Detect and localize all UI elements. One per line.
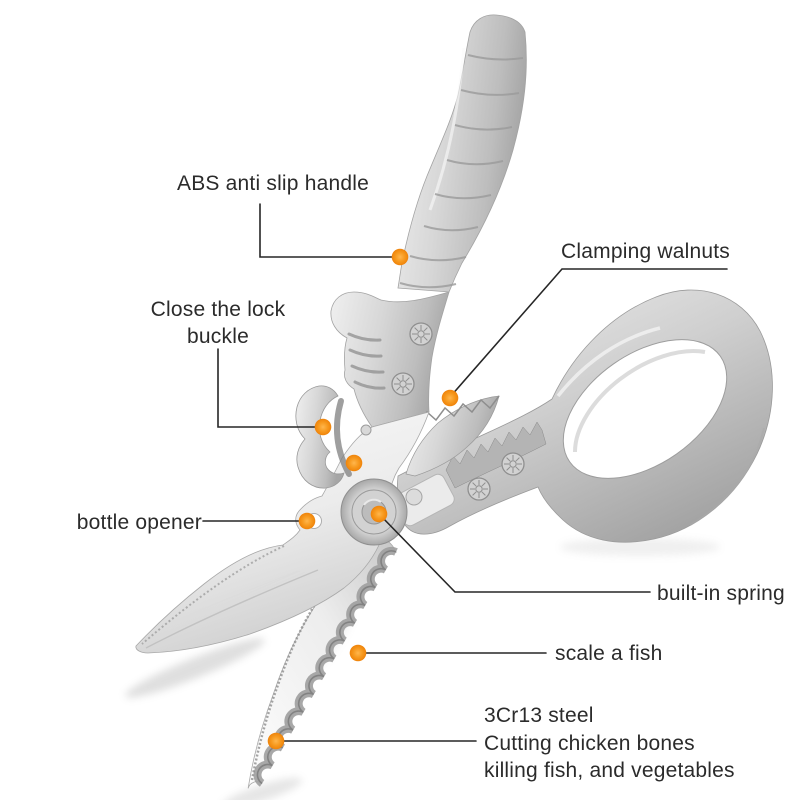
- rivet-stamp: [501, 452, 525, 476]
- label-lock-buckle-line1: Close the lock: [150, 298, 286, 321]
- rivet-stamp: [391, 372, 415, 396]
- label-scale-fish: scale a fish: [555, 642, 663, 665]
- rivet-stamp: [467, 477, 491, 501]
- label-built-in-spring: built-in spring: [657, 582, 785, 605]
- upper-blade: [135, 411, 430, 654]
- walnut-cracker-lower-jaw: [445, 421, 547, 489]
- label-steel-line2: Cutting chicken bones: [484, 731, 695, 755]
- label-abs-handle: ABS anti slip handle: [177, 172, 369, 195]
- label-steel: 3Cr13 steel Cutting chicken bones killin…: [484, 702, 735, 785]
- label-lock-buckle-line2: buckle: [187, 325, 249, 348]
- thumb-grip: [330, 291, 450, 428]
- rivet-stamp: [409, 322, 433, 346]
- label-steel-line3: killing fish, and vegetables: [484, 759, 735, 782]
- finger-grooves: [347, 332, 386, 390]
- pivot-bolt: [340, 478, 408, 546]
- label-clamping-walnuts: Clamping walnuts: [561, 240, 730, 263]
- bottle-opener-hook: [306, 513, 322, 529]
- label-lock-buckle: Close the lock buckle: [118, 296, 318, 350]
- micro-serration-edge: [250, 581, 332, 781]
- label-bottle-opener: bottle opener: [76, 511, 202, 534]
- label-steel-line1: 3Cr13 steel: [484, 704, 594, 727]
- upper-handle: [330, 14, 527, 428]
